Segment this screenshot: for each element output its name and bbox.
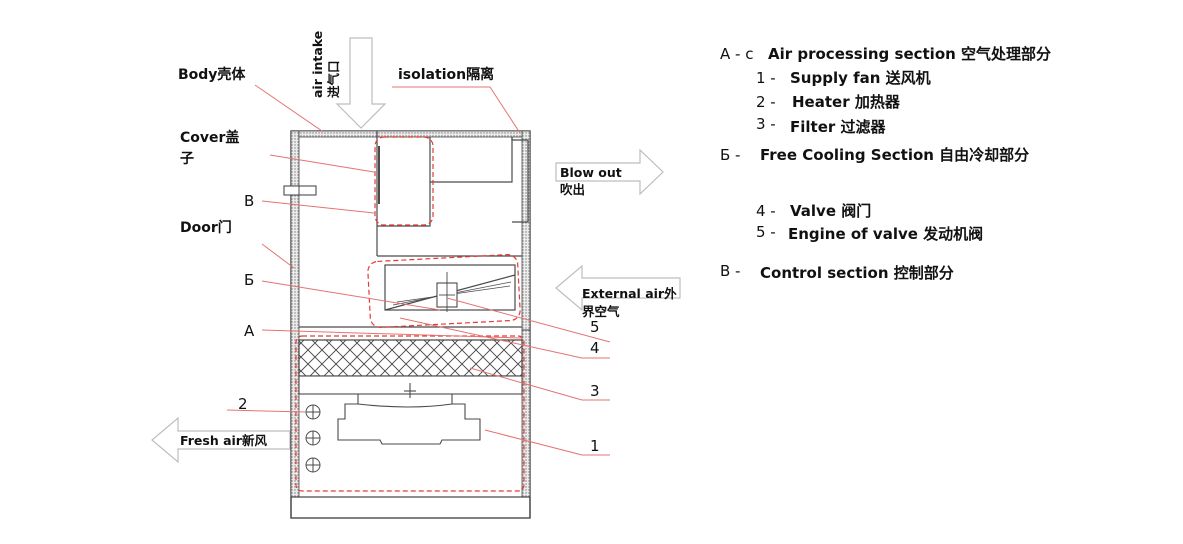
legend-v-text: Control section 控制部分: [760, 264, 954, 282]
mark-4: 4: [590, 339, 600, 357]
fresh-air-label: Fresh air新风: [180, 433, 267, 448]
legend-b-text: Free Cooling Section 自由冷却部分: [760, 146, 1029, 164]
legend-3-key: 3 -: [756, 115, 776, 133]
legend-v-key: В -: [720, 262, 740, 280]
leader-2: [226, 409, 306, 413]
mark-2: 2: [238, 395, 248, 413]
air-intake-label: air intake: [310, 31, 325, 98]
isolation-label: isolation隔离: [398, 66, 494, 83]
legend-3-text: Filter 过滤器: [790, 118, 886, 136]
leader-a: [261, 329, 523, 339]
legend-2-text: Heater 加热器: [792, 93, 901, 111]
legend: А - c Air processing section 空气处理部分 1 - …: [720, 45, 1051, 282]
blow-out-arrow: [555, 148, 664, 196]
legend-4-text: Valve 阀门: [790, 202, 871, 220]
free-cooling-section-outline: [367, 254, 521, 328]
leader-lines: [226, 84, 611, 456]
legend-a-key: А - c: [720, 45, 753, 63]
legend-5-text: Engine of valve 发动机阀: [788, 225, 983, 243]
legend-a-text: Air processing section 空气处理部分: [768, 45, 1051, 63]
air-processing-section-outline: [295, 335, 525, 492]
leader-door: [261, 243, 295, 269]
leader-b: [261, 280, 441, 311]
leader-4b: [399, 317, 583, 359]
leader-cover: [269, 154, 375, 173]
mark-b: Б: [244, 271, 254, 289]
door-label: Door门: [180, 219, 232, 236]
legend-5-key: 5 -: [756, 223, 776, 241]
leader-body: [254, 84, 323, 132]
legend-4-key: 4 -: [756, 202, 776, 220]
mark-1: 1: [590, 437, 600, 455]
legend-2-key: 2 -: [756, 93, 776, 111]
section-highlights: [295, 136, 525, 492]
external-air-label-line1: External air外: [582, 286, 677, 301]
external-air-label-line2: 界空气: [582, 304, 620, 319]
cover-label-line1: Cover盖: [180, 129, 239, 146]
mark-3: 3: [590, 382, 600, 400]
legend-b-key: Б -: [720, 146, 740, 164]
fresh-air-arrow: [151, 416, 291, 464]
body-label: Body壳体: [178, 66, 246, 83]
mark-v: В: [244, 192, 254, 210]
mark-a: А: [244, 322, 255, 340]
control-section-outline: [374, 136, 434, 226]
blow-out-zh-label: 吹出: [560, 182, 585, 197]
legend-1-key: 1 -: [756, 69, 776, 87]
supply-fan: [337, 383, 481, 445]
cover-label-line2: 子: [180, 151, 194, 167]
unit-body: [283, 130, 531, 519]
blow-out-label: Blow out: [560, 165, 622, 180]
air-intake-zh-label: 进气口: [326, 60, 341, 98]
leader-3: [469, 367, 583, 401]
leader-v: [261, 200, 375, 214]
heater-coils: [305, 404, 321, 473]
mark-5-partial: 5: [590, 318, 600, 336]
leader-1: [484, 429, 583, 456]
legend-1-text: Supply fan 送风机: [790, 69, 931, 87]
leader-4: [446, 297, 611, 343]
air-intake-arrow: [335, 37, 387, 129]
external-air-arrow: [555, 264, 681, 312]
